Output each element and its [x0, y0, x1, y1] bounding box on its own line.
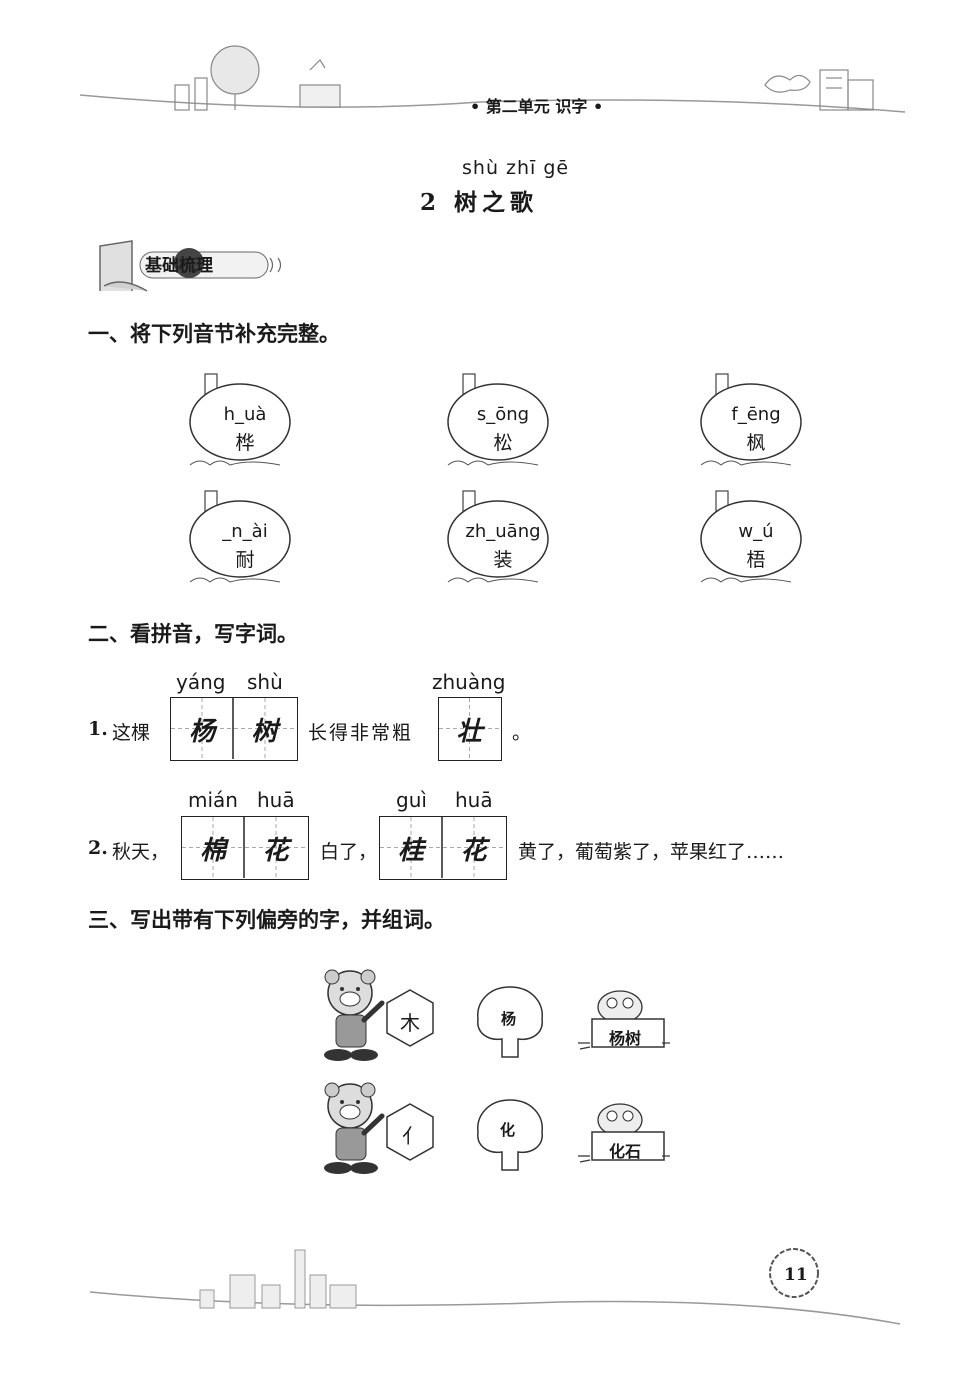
- tree-shape-icon: [477, 986, 543, 1058]
- tree-bubble-icon: [447, 373, 549, 466]
- unit-title-text: 第二单元 识字: [485, 97, 588, 116]
- sentence-text: 。: [512, 722, 532, 744]
- writing-grid: 壮: [438, 697, 502, 761]
- pinyin-label: zhuàng: [432, 670, 506, 694]
- sentence-text: 长得非常粗: [308, 722, 414, 744]
- hanzi: 桦: [235, 432, 255, 454]
- writing-grid: 杨 树: [170, 697, 298, 761]
- answer-char[interactable]: 壮: [456, 716, 483, 747]
- page-number: 11: [784, 1265, 808, 1285]
- tree-item: s_ōng 松: [443, 370, 563, 480]
- footer-decoration: [89, 1248, 901, 1325]
- unit-title: • 第二单元 识字 •: [470, 97, 604, 116]
- pinyin-blank[interactable]: f_ēng: [731, 404, 781, 425]
- q2-title: 二、看拼音，写字词。: [88, 621, 298, 646]
- answer-char[interactable]: 杨: [501, 1010, 517, 1028]
- answer-char[interactable]: 树: [251, 716, 278, 747]
- tree-bubble-icon: [700, 490, 802, 583]
- pinyin-blank[interactable]: _n_ài: [222, 521, 268, 542]
- sentence-number: 2.: [88, 837, 108, 859]
- hanzi: 松: [493, 432, 513, 454]
- sentence-text: 这棵: [112, 722, 151, 744]
- writing-grid: 棉 花: [181, 816, 309, 880]
- tree-bubble-icon: [189, 490, 291, 583]
- cat-sign-icon: [578, 1103, 670, 1163]
- tree-shape-icon: [477, 1099, 543, 1171]
- hanzi: 装: [493, 549, 513, 571]
- grid-guides: [380, 817, 505, 878]
- cat-sign-icon: [578, 990, 670, 1050]
- sentence-text: 秋天，: [112, 841, 170, 863]
- tree-bubble-icon: [700, 373, 802, 466]
- pinyin-label: guì: [396, 788, 427, 812]
- hanzi: 梧: [746, 549, 766, 571]
- tree-item: h_uà 桦: [185, 370, 305, 480]
- sentence-text: 黄了，葡萄紫了，苹果红了……: [518, 841, 785, 863]
- radical: 木: [400, 1011, 420, 1035]
- bear-mascot-icon: [324, 1082, 385, 1174]
- grid-guides: [182, 817, 307, 878]
- grid-guides: [439, 698, 500, 759]
- pinyin-label: yáng: [176, 670, 226, 694]
- pinyin-label: huā: [455, 788, 493, 812]
- pinyin-blank[interactable]: s_ōng: [476, 404, 530, 425]
- answer-char[interactable]: 杨: [188, 716, 215, 747]
- answer-word[interactable]: 化石: [609, 1142, 642, 1161]
- answer-char[interactable]: 桂: [397, 835, 424, 866]
- sentence-number: 1.: [88, 718, 108, 740]
- hexagon-frame: [386, 1103, 434, 1161]
- answer-char[interactable]: 化: [500, 1121, 516, 1139]
- sentence-text: 白了，: [320, 841, 378, 863]
- q3-title: 三、写出带有下列偏旁的字，并组词。: [88, 907, 445, 932]
- answer-char[interactable]: 棉: [199, 835, 226, 866]
- pinyin-label: huā: [257, 788, 295, 812]
- tree-item: _n_ài 耐: [185, 487, 305, 597]
- pinyin-blank[interactable]: w_ú: [738, 521, 774, 542]
- pinyin-label: mián: [188, 788, 238, 812]
- writing-grid: 桂 花: [379, 816, 507, 880]
- pinyin-blank[interactable]: h_uà: [223, 404, 267, 425]
- tree-item: f_ēng 枫: [696, 370, 816, 480]
- tree-bubble-icon: [447, 490, 549, 583]
- bear-mascot-icon: [324, 969, 385, 1061]
- section-badge-label: 基础梳理: [145, 256, 213, 276]
- lesson-title: 2 树之歌: [420, 189, 539, 216]
- header-decoration: [79, 45, 906, 113]
- q1-title: 一、将下列音节补充完整。: [88, 321, 340, 346]
- hanzi: 耐: [235, 549, 255, 571]
- answer-char[interactable]: 花: [262, 835, 289, 866]
- lesson-pinyin: shù zhī gē: [462, 157, 570, 179]
- answer-char[interactable]: 花: [460, 835, 487, 866]
- tree-bubble-icon: [189, 373, 291, 466]
- pinyin-blank[interactable]: zh_uāng: [465, 521, 541, 542]
- hanzi: 枫: [746, 432, 766, 454]
- section-badge-graphic: [99, 240, 282, 292]
- tree-item: w_ú 梧: [696, 487, 816, 597]
- tree-item: zh_uāng 装: [443, 487, 563, 597]
- answer-word[interactable]: 杨树: [609, 1029, 642, 1048]
- pinyin-label: shù: [247, 670, 283, 694]
- grid-guides: [171, 698, 296, 759]
- hexagon-frame: [386, 989, 434, 1047]
- radical: 亻: [402, 1124, 422, 1148]
